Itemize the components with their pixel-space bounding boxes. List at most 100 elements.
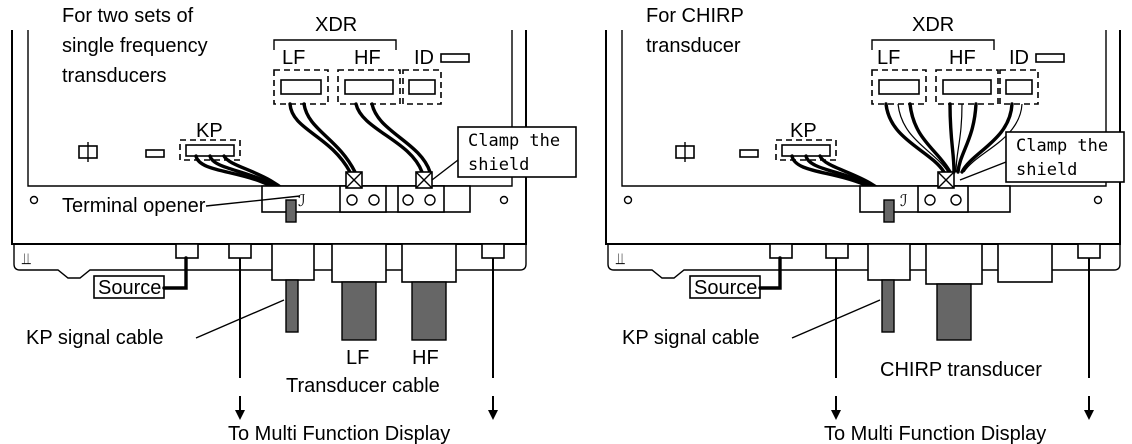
right-clamp-screw-1: [924, 194, 936, 206]
left-kp-cable-stub: [285, 199, 297, 223]
right-destination-label: To Multi Function Display: [824, 423, 1046, 444]
right-hf-connector: [942, 79, 992, 95]
right-screw-hole-right: [1093, 195, 1103, 205]
left-lf-wire-2: [302, 102, 357, 174]
right-id-connector-outline: [999, 69, 1039, 105]
right-panel: ⫫ For CHIRP transducer XDR LF HF ID KP: [605, 5, 1125, 444]
right-title: For CHIRP transducer: [646, 5, 749, 57]
left-lf-connector: [280, 79, 322, 95]
left-screw-hole-right: [499, 195, 509, 205]
left-xdr-label: XDR: [315, 14, 357, 36]
right-xdr-bracket: [871, 39, 995, 50]
left-clamp-hf: [397, 185, 445, 213]
right-terminal-opener-icon: ℐ: [900, 193, 908, 210]
right-gland-mfd-1: [825, 243, 849, 259]
left-cable-lf-label: LF: [346, 347, 369, 369]
left-lf-connector-outline: [273, 69, 329, 105]
left-gland-kp: [271, 243, 315, 281]
left-gland-mfd-2: [481, 243, 505, 259]
left-hf-connector: [344, 79, 394, 95]
right-hf-wire-2: [955, 103, 963, 173]
left-gland-source: [175, 243, 199, 259]
left-kp-signal-cable: [285, 279, 299, 333]
left-terminal-opener-label: Terminal opener: [62, 195, 206, 217]
right-lf-label: LF: [877, 47, 900, 69]
left-terminal-opener-leader: [205, 195, 301, 207]
left-source-wire: [162, 256, 188, 290]
left-hf-label: HF: [354, 47, 381, 69]
right-gland-kp: [867, 243, 911, 281]
left-lf-transducer-cable: [341, 281, 377, 341]
right-kp-cable-stub: [883, 199, 895, 223]
left-hf-wire-2: [370, 102, 432, 174]
right-clamp: [917, 185, 969, 213]
left-clamp-lf-screw-2: [368, 194, 380, 206]
right-kp-label: KP: [790, 120, 817, 142]
left-clamp-callout: [457, 126, 577, 178]
right-id-wire-2: [963, 103, 1023, 173]
left-source-label: Source: [98, 277, 161, 299]
right-lf-wire-2: [897, 103, 949, 173]
left-mfd-arrowhead-1: [235, 410, 245, 420]
left-clamp-lf-screw-1: [346, 194, 358, 206]
left-mfd-arrowhead-2: [488, 410, 498, 420]
left-panel: ⫫ For two sets of single frequency trans…: [11, 5, 577, 444]
right-hook-icon: ⫫: [616, 251, 625, 268]
right-lf-connector: [878, 79, 920, 95]
left-lf-wire-1: [288, 102, 352, 174]
right-source-label: Source: [694, 277, 757, 299]
right-id-connector-small: [1035, 53, 1065, 63]
left-screw-hole-left: [29, 195, 39, 205]
right-chirp-transducer-label: CHIRP transducer: [880, 359, 1042, 381]
left-hf-connector-outline: [337, 69, 401, 105]
right-gland-spare: [997, 243, 1053, 283]
right-gland-mfd-2: [1077, 243, 1101, 259]
right-clamp-text: Clamp the shield: [1016, 136, 1118, 180]
right-hf-wire-1: [948, 102, 956, 174]
left-clamp-hf-screw-1: [402, 194, 414, 206]
left-kp-connector-outline: [179, 139, 241, 161]
left-id-connector-outline: [402, 69, 442, 105]
left-id-connector: [408, 79, 436, 95]
left-id-connector-small: [440, 53, 470, 63]
right-clamp-callout: [1005, 131, 1125, 183]
right-clamp-leader: [959, 161, 1007, 181]
right-hf-wire-3: [956, 102, 978, 174]
left-terminal-opener-icon: ℐ: [298, 193, 306, 210]
left-lf-label: LF: [282, 47, 305, 69]
left-hf-wire-1: [354, 102, 424, 174]
left-gland-mfd-1: [228, 243, 252, 259]
right-kp-signal-cable-label: KP signal cable: [622, 327, 760, 349]
right-lf-connector-outline: [871, 69, 927, 105]
right-source-wire: [758, 256, 782, 290]
left-clamp-hf-screw-2: [424, 194, 436, 206]
right-hf-connector-outline: [935, 69, 999, 105]
right-xdr-label: XDR: [912, 14, 954, 36]
right-lf-wire-3: [908, 102, 952, 174]
right-clamp-screw-2: [950, 194, 962, 206]
right-id-label: ID: [1009, 47, 1029, 69]
right-kp-signal-cable: [881, 279, 895, 333]
left-small-connector-b: [145, 149, 165, 158]
left-kp-signal-cable-label: KP signal cable: [26, 327, 164, 349]
right-gland-chirp: [925, 243, 983, 285]
right-id-connector: [1005, 79, 1033, 95]
left-transducer-cable-label: Transducer cable: [286, 375, 440, 397]
left-clamp-leader: [431, 159, 459, 181]
left-hf-transducer-cable: [411, 281, 447, 341]
left-flange: [13, 244, 527, 279]
left-kp-label: KP: [196, 120, 223, 142]
right-screw-hole-left: [623, 195, 633, 205]
left-id-label: ID: [414, 47, 434, 69]
left-title: For two sets of single frequency transdu…: [62, 5, 213, 87]
right-mfd-arrowhead-2: [1084, 410, 1094, 420]
left-xdr-bracket: [273, 39, 397, 50]
left-cable-hf-label: HF: [412, 347, 439, 369]
right-mfd-arrowhead-1: [831, 410, 841, 420]
right-hf-label: HF: [949, 47, 976, 69]
right-lf-wire-1: [884, 102, 946, 174]
right-small-connector-b: [739, 149, 759, 158]
left-hook-icon: ⫫: [22, 251, 31, 268]
left-gland-hf: [401, 243, 457, 283]
